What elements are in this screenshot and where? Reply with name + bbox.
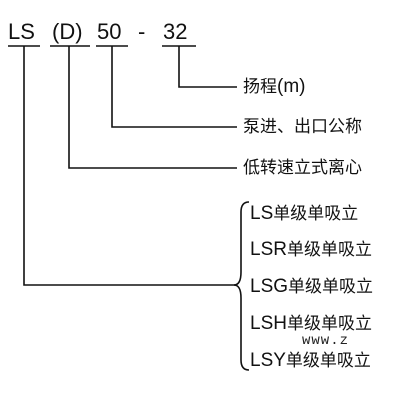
series-item-code: LSR: [250, 239, 287, 260]
label-diameter: 泵进、出口公称: [243, 117, 362, 137]
label-series: 低转速立式离心: [243, 158, 362, 178]
code-variant: (D): [52, 19, 83, 44]
series-item-lsy: LSY单级单吸立: [250, 350, 371, 372]
leader-head: [178, 46, 237, 88]
leader-series: [23, 46, 237, 286]
code-series: LS: [8, 19, 35, 44]
leader-diameter: [111, 46, 237, 128]
watermark: www.z: [300, 333, 352, 349]
series-brace: [233, 201, 250, 371]
series-item-code: LSG: [250, 276, 289, 297]
series-item-desc: 单级单吸立: [285, 351, 371, 371]
series-item-desc: 单级单吸立: [286, 314, 372, 334]
code-head: 32: [163, 19, 188, 44]
series-item-desc: 单级单吸立: [273, 204, 359, 224]
series-item-lsr: LSR单级单吸立: [250, 239, 372, 261]
series-item-code: LSH: [250, 313, 287, 334]
series-item-ls: LS单级单吸立: [250, 203, 359, 225]
series-item-desc: 单级单吸立: [288, 277, 374, 297]
leader-variant: [68, 46, 237, 169]
code-diameter: 50: [97, 19, 122, 44]
label-head-unit: (m): [277, 76, 306, 97]
series-item-code: LSY: [250, 350, 286, 371]
series-item-lsg: LSG单级单吸立: [250, 276, 374, 298]
series-item-lsh: LSH单级单吸立: [250, 313, 372, 335]
series-item-code: LS: [250, 203, 274, 224]
code-dash: -: [138, 19, 146, 44]
label-head-text: 扬程: [243, 77, 277, 97]
label-head: 扬程(m): [243, 76, 306, 98]
series-item-desc: 单级单吸立: [286, 240, 372, 260]
